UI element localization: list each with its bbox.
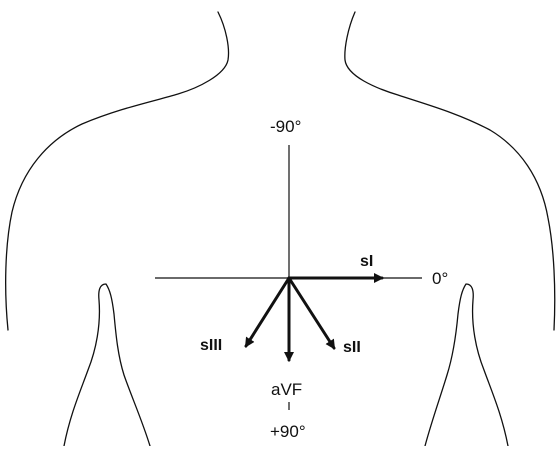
sii-vector-arrow: [289, 278, 334, 348]
axis-label-bottom: +90°: [270, 422, 306, 441]
neck-right-line: [345, 12, 555, 330]
vector-label-sii: sII: [343, 339, 361, 356]
lead-vectors: [246, 278, 382, 360]
neck-left-line: [6, 12, 229, 330]
vector-label-siii: sIII: [200, 337, 222, 354]
vector-label-si: sI: [360, 253, 373, 270]
siii-vector-arrow: [246, 278, 289, 346]
axis-label-top: -90°: [270, 117, 301, 136]
axis-label-right: 0°: [432, 269, 448, 288]
vector-label-avf: aVF: [271, 380, 302, 399]
right-arm-line: [425, 284, 508, 446]
left-arm-line: [64, 284, 150, 446]
